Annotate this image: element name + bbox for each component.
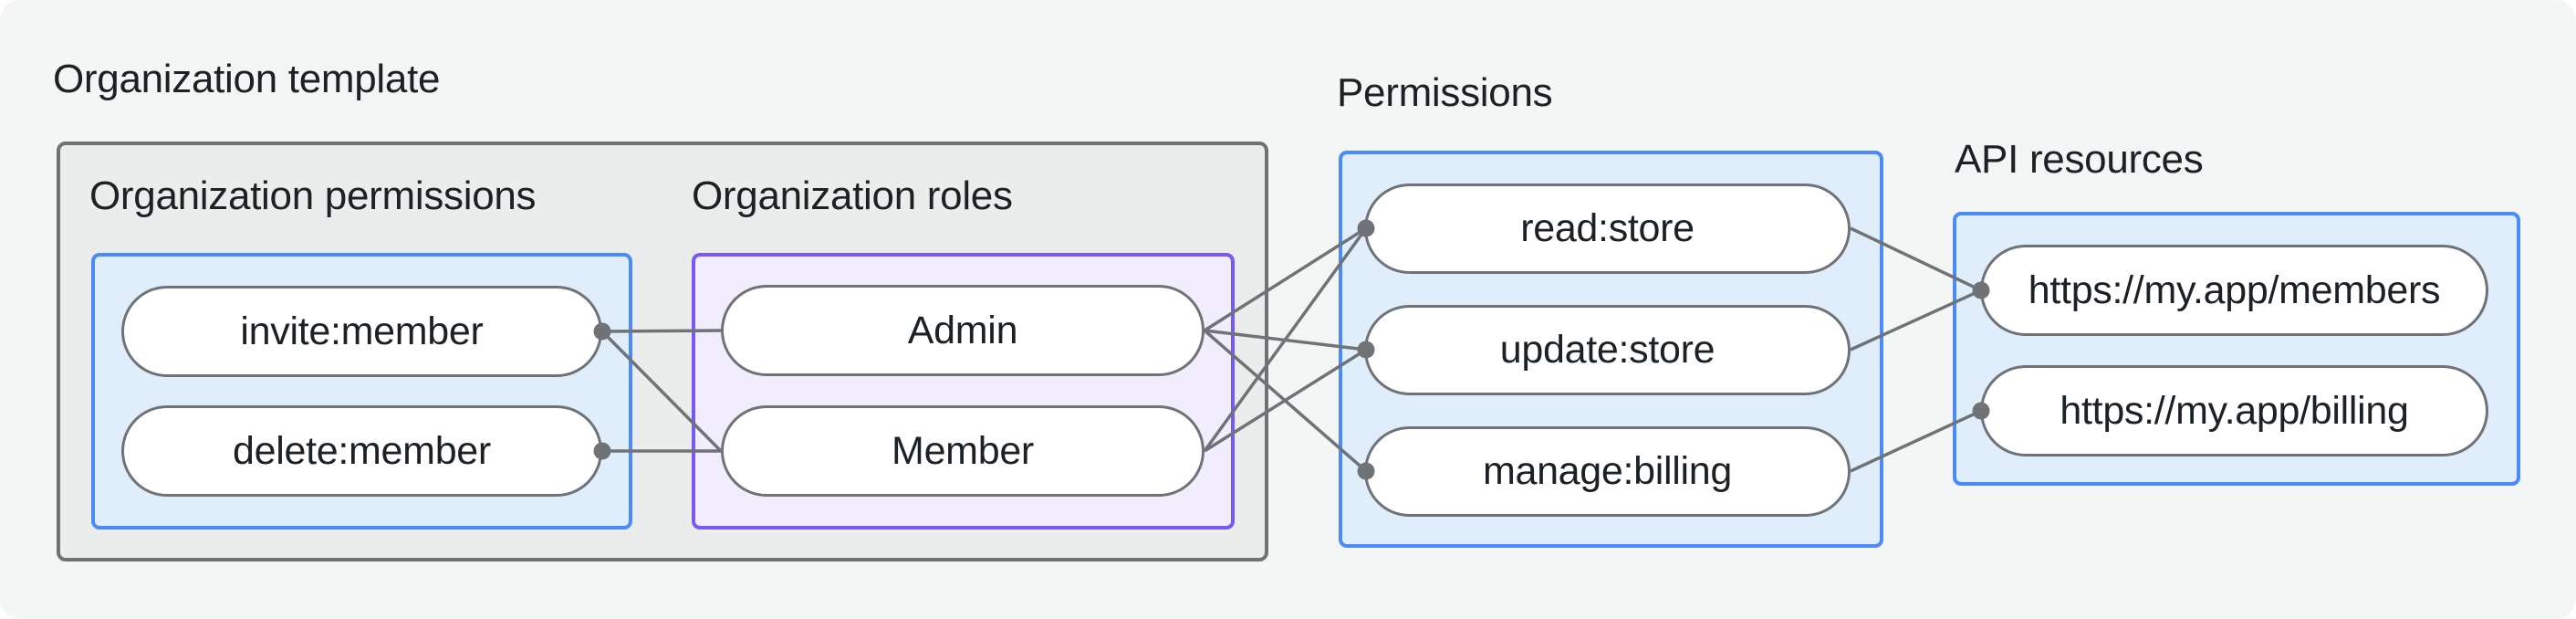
pill-billing-url-label: https://my.app/billing (2060, 388, 2409, 433)
pill-admin: Admin (721, 285, 1205, 376)
api-resources-title: API resources (1955, 137, 2204, 182)
pill-member-label: Member (892, 428, 1034, 473)
pill-admin-label: Admin (907, 308, 1018, 352)
pill-billing-url: https://my.app/billing (1980, 365, 2488, 456)
permissions-title: Permissions (1337, 70, 1553, 115)
organization-template-title: Organization template (53, 57, 441, 101)
pill-members-url: https://my.app/members (1980, 245, 2488, 336)
pill-invite-member-label: invite:member (240, 309, 484, 353)
org-permissions-label: Organization permissions (89, 173, 537, 218)
pill-read-store: read:store (1364, 184, 1851, 274)
pill-update-store: update:store (1364, 305, 1851, 395)
pill-manage-billing: manage:billing (1364, 426, 1851, 517)
pill-update-store-label: update:store (1499, 328, 1716, 372)
org-roles-label: Organization roles (692, 173, 1013, 218)
pill-delete-member-label: delete:member (233, 428, 491, 473)
pill-manage-billing-label: manage:billing (1482, 449, 1733, 493)
pill-member: Member (721, 405, 1205, 497)
pill-read-store-label: read:store (1520, 206, 1695, 250)
pill-members-url-label: https://my.app/members (2028, 268, 2441, 312)
pill-delete-member: delete:member (121, 405, 602, 497)
pill-invite-member: invite:member (121, 286, 602, 377)
